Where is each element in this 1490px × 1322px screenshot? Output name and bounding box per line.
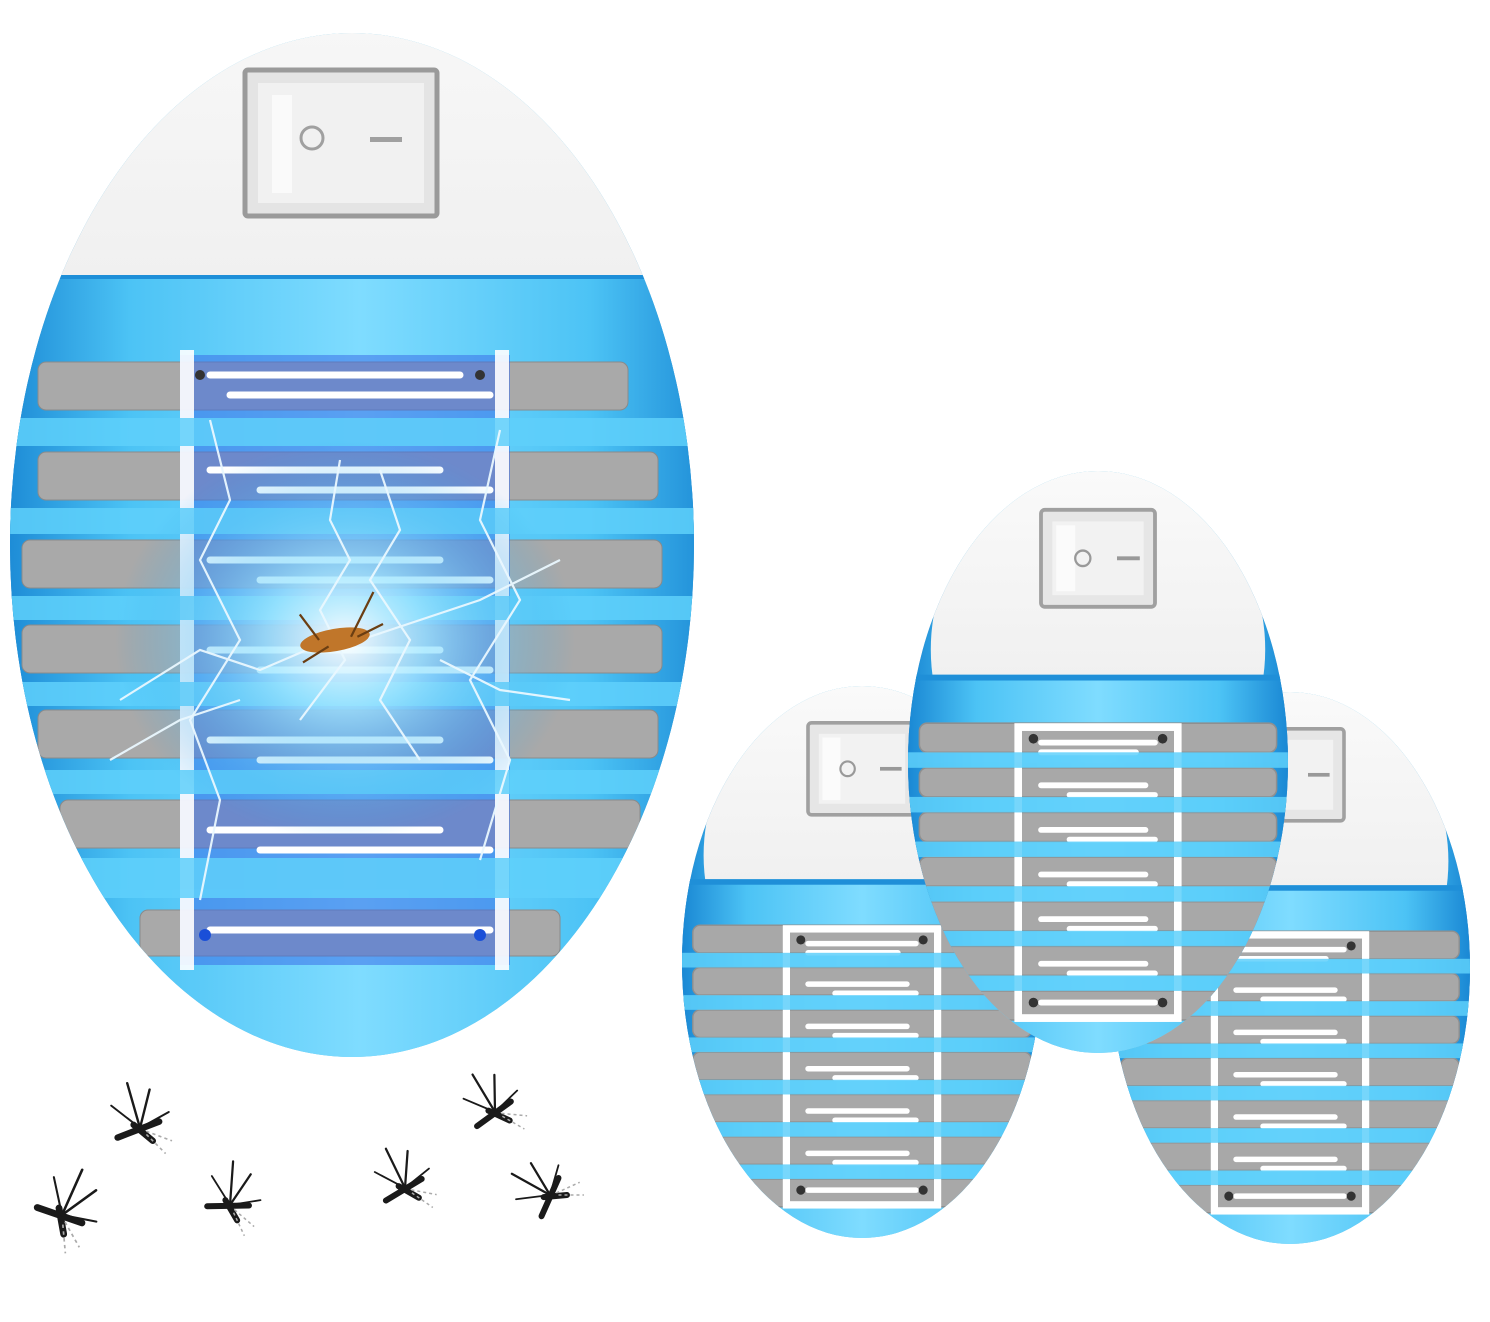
small-zapper-center (908, 467, 1288, 1053)
zapped-mosquito (298, 591, 384, 664)
large-zapper (10, 33, 694, 1057)
power-switch (242, 67, 440, 219)
dead-mosquitoes (21, 1064, 588, 1258)
